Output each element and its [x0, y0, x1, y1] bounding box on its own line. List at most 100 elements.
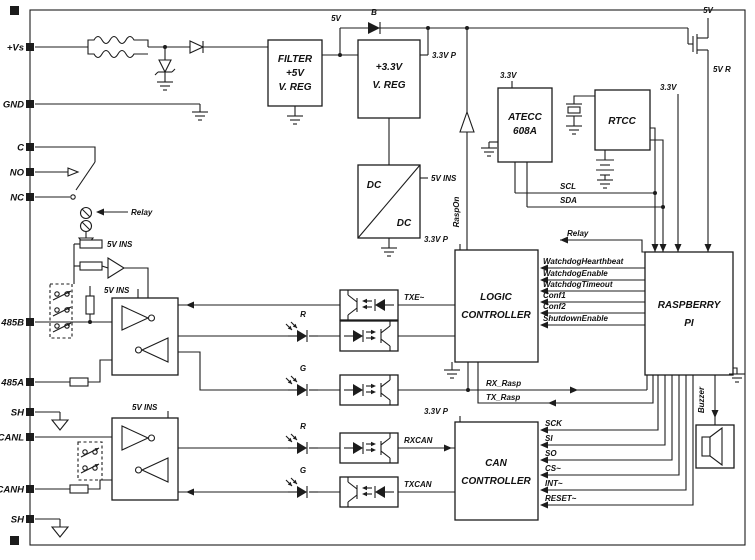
optocoupler	[339, 289, 399, 321]
led-r-label: R	[300, 310, 306, 319]
signal-int-label: INT~	[545, 479, 563, 488]
terminal-pad	[26, 168, 34, 176]
signal-conf1-label: Conf1	[543, 291, 566, 300]
optocoupler	[339, 432, 399, 464]
reg33-label-2: V. REG	[373, 80, 406, 91]
signal-conf2-label: Conf2	[543, 302, 566, 311]
signal-so-label: SO	[545, 449, 557, 458]
signal-rxrasp-label: RX_Rasp	[486, 379, 521, 388]
led-b-label: B	[371, 8, 377, 17]
can-transceiver-gates	[121, 425, 169, 483]
terminal-c-label: C	[17, 143, 24, 154]
signal-shen-label: ShutdownEnable	[543, 314, 608, 323]
jumper-block	[49, 283, 73, 339]
rpi-label-2: PI	[684, 318, 694, 329]
ground-triangle	[51, 419, 69, 431]
atecc-3v3-label: 3.3V	[500, 71, 517, 80]
dcdc-label-1: DC	[367, 180, 382, 191]
block-logic-controller	[454, 249, 539, 363]
junction-dots	[88, 26, 665, 392]
led-red-ind	[285, 321, 319, 343]
buffer-symbol	[459, 110, 475, 133]
power-input-wires	[35, 35, 268, 121]
arrow-left	[186, 488, 194, 496]
led-g-label: G	[300, 364, 306, 373]
filter-label-2: +5V	[286, 68, 305, 79]
filter-label-3: V. REG	[279, 82, 312, 93]
signal-sck-label: SCK	[545, 419, 563, 428]
signal-cs-label: CS~	[545, 464, 561, 473]
led-green-ind	[285, 375, 319, 397]
led-g-can-label: G	[300, 466, 306, 475]
can-opto-rows	[178, 432, 455, 508]
relay-contacts	[35, 146, 128, 248]
tvs-diode-symbol	[158, 59, 172, 74]
terminal-gnd-label: GND	[3, 100, 24, 111]
rail-5v-top-right-label: 5V	[703, 6, 713, 15]
logic-3v3p-label: 3.3V P	[424, 235, 449, 244]
signal-txe-label: TXE~	[404, 293, 425, 302]
block-raspberry-pi	[644, 251, 734, 376]
rpi-label-1: RASPBERRY	[658, 300, 722, 311]
block-filter-5v-vreg	[267, 39, 323, 107]
terminal-canl-label: CANL	[0, 433, 24, 444]
signal-relay-left-label: Relay	[131, 208, 153, 217]
rail-3v3p-label: 3.3V P	[432, 51, 457, 60]
atecc-label-2: 608A	[513, 126, 537, 137]
signal-wdh-label: WatchdogHearthbeat	[543, 257, 624, 266]
contact-nc-symbol	[70, 194, 76, 200]
contact-no-symbol	[67, 167, 80, 177]
block-can-controller	[454, 421, 539, 521]
terminal-no-label: NO	[10, 168, 25, 179]
signal-wdt-label: WatchdogTimeout	[543, 280, 613, 289]
atecc-rtcc-wires	[480, 81, 664, 252]
crystal-symbol	[567, 106, 581, 114]
atecc-label-1: ATECC	[507, 112, 542, 123]
rail-5v-label: 5V	[331, 14, 341, 23]
optocoupler	[339, 320, 399, 352]
terminal-pad	[26, 43, 34, 51]
mosfet-high-side	[677, 18, 709, 252]
resistor-symbol	[69, 484, 89, 494]
terminal-pad	[26, 515, 34, 523]
filter-label-1: FILTER	[278, 54, 313, 65]
resistor-symbol	[79, 261, 103, 271]
terminal-pad	[26, 100, 34, 108]
terminal-vs-label: +Vs	[7, 43, 24, 54]
arrow-down	[711, 410, 719, 418]
signal-wde-label: WatchdogEnable	[543, 269, 608, 278]
led-b-symbol	[368, 22, 380, 34]
ground-triangle	[51, 526, 69, 538]
terminal-pad	[26, 193, 34, 201]
block-3v3-vreg	[357, 39, 421, 119]
ground-symbol	[191, 111, 209, 121]
rs485-5vins-label: 5V INS	[104, 286, 130, 295]
rpi-ground	[728, 367, 746, 383]
rtcc-label: RTCC	[608, 116, 636, 127]
fuse-symbol	[87, 47, 148, 59]
canctrl-label-1: CAN	[485, 458, 507, 469]
canctrl-3v3p-label: 3.3V P	[424, 407, 449, 416]
signal-scl-label: SCL	[560, 182, 576, 191]
signal-rxcan-label: RXCAN	[404, 436, 433, 445]
ground-symbol	[156, 81, 174, 91]
terminal-pad	[26, 318, 34, 326]
block-rtcc	[594, 89, 651, 151]
power-rails	[286, 22, 688, 257]
buzzer-circuit	[695, 375, 735, 469]
logic-label-2: CONTROLLER	[461, 310, 531, 321]
dcdc-label-2: DC	[397, 218, 412, 229]
rs485-bias-5vins-label: 5V INS	[107, 240, 133, 249]
terminal-pad	[26, 143, 34, 151]
diode-symbol	[189, 40, 205, 54]
terminal-nc-label: NC	[10, 193, 24, 204]
rail-5vr-label: 5V R	[713, 65, 731, 74]
arrow-right	[570, 386, 578, 394]
signal-relay-label: Relay	[567, 229, 589, 238]
terminal-485b-label: 485B	[0, 318, 24, 329]
signal-reset-label: RESET~	[545, 494, 577, 503]
optocoupler	[339, 476, 399, 508]
terminal-pad	[26, 433, 34, 441]
speaker-icon	[701, 436, 711, 457]
logic-label-1: LOGIC	[480, 292, 512, 303]
